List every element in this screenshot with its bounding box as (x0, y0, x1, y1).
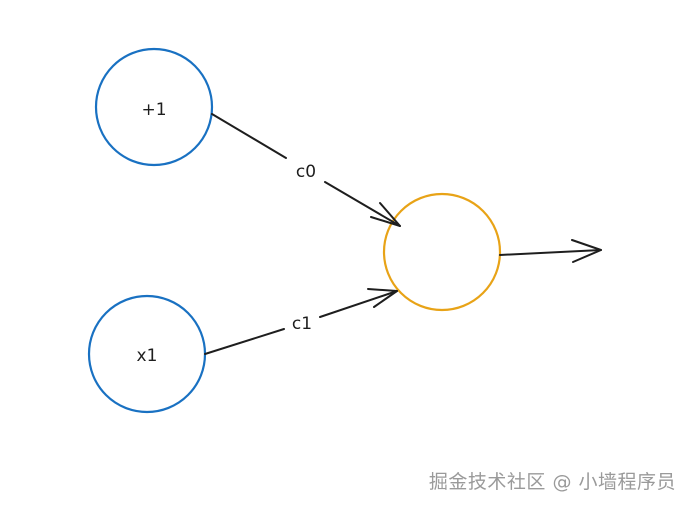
edge-bias-line-segment-1 (211, 113, 287, 159)
neuron-node-circle (382, 192, 502, 312)
bias-node-circle (94, 47, 214, 167)
bias-node: +1 (94, 47, 214, 167)
edge-input-line-segment-1 (204, 328, 285, 355)
edge-bias-weight-label: c0 (296, 162, 316, 182)
neuron-node (382, 192, 502, 312)
edge-bias-line-segment-2 (324, 181, 401, 227)
edge-input-arrowhead (367, 288, 398, 308)
edge-bias-arrowhead (370, 202, 401, 227)
input-node-label: x1 (137, 346, 158, 366)
edge-bias-to-neuron: c0 (211, 113, 401, 227)
watermark-text: 掘金技术社区 @ 小墙程序员 (428, 471, 676, 493)
edge-output-arrowhead (571, 239, 602, 263)
edge-output-line (499, 249, 602, 256)
input-node: x1 (87, 294, 207, 414)
edge-input-line-segment-2 (319, 290, 398, 318)
edge-input-weight-label: c1 (292, 314, 312, 334)
edge-neuron-output (499, 239, 602, 263)
edge-input-to-neuron: c1 (204, 288, 398, 355)
bias-node-label: +1 (141, 100, 166, 120)
